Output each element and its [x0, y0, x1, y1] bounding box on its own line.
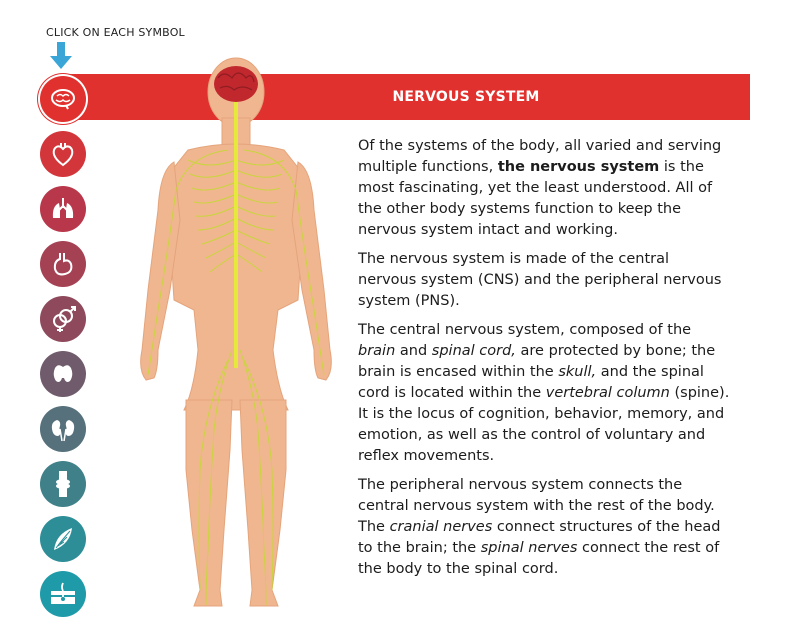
symbol-nervous-system[interactable]	[40, 76, 86, 122]
symbol-respiratory[interactable]	[40, 186, 86, 232]
down-arrow-icon	[50, 42, 72, 69]
section-banner: NERVOUS SYSTEM	[62, 74, 750, 120]
nervous-system-illustration	[140, 57, 332, 607]
brain-icon	[51, 89, 75, 110]
paragraph-2: The nervous system is made of the centra…	[358, 251, 722, 309]
symbol-urinary[interactable]	[40, 406, 86, 452]
muscle-icon	[54, 528, 72, 550]
symbol-muscular[interactable]	[40, 516, 86, 562]
kidneys-icon	[51, 420, 75, 442]
gender-symbols-icon	[53, 306, 76, 332]
heart-icon	[52, 143, 74, 167]
symbol-reproductive[interactable]	[40, 296, 86, 342]
skin-icon	[51, 582, 75, 604]
paragraph-3: The central nervous system, composed of …	[358, 322, 730, 464]
paragraph-4: The peripheral nervous system connects t…	[358, 477, 721, 577]
symbol-cardiovascular[interactable]	[40, 131, 86, 177]
thyroid-icon	[53, 365, 73, 382]
stomach-icon	[53, 253, 73, 276]
symbol-integumentary[interactable]	[40, 571, 86, 617]
instruction-label: CLICK ON EACH SYMBOL	[46, 26, 185, 39]
banner-title: NERVOUS SYSTEM	[392, 89, 540, 105]
description-text: Of the systems of the body, all varied a…	[358, 136, 730, 588]
lungs-icon	[52, 198, 74, 218]
paragraph-1: Of the systems of the body, all varied a…	[358, 138, 722, 238]
symbol-endocrine[interactable]	[40, 351, 86, 397]
joint-icon	[56, 471, 70, 497]
symbol-skeletal[interactable]	[40, 461, 86, 507]
symbol-digestive[interactable]	[40, 241, 86, 287]
